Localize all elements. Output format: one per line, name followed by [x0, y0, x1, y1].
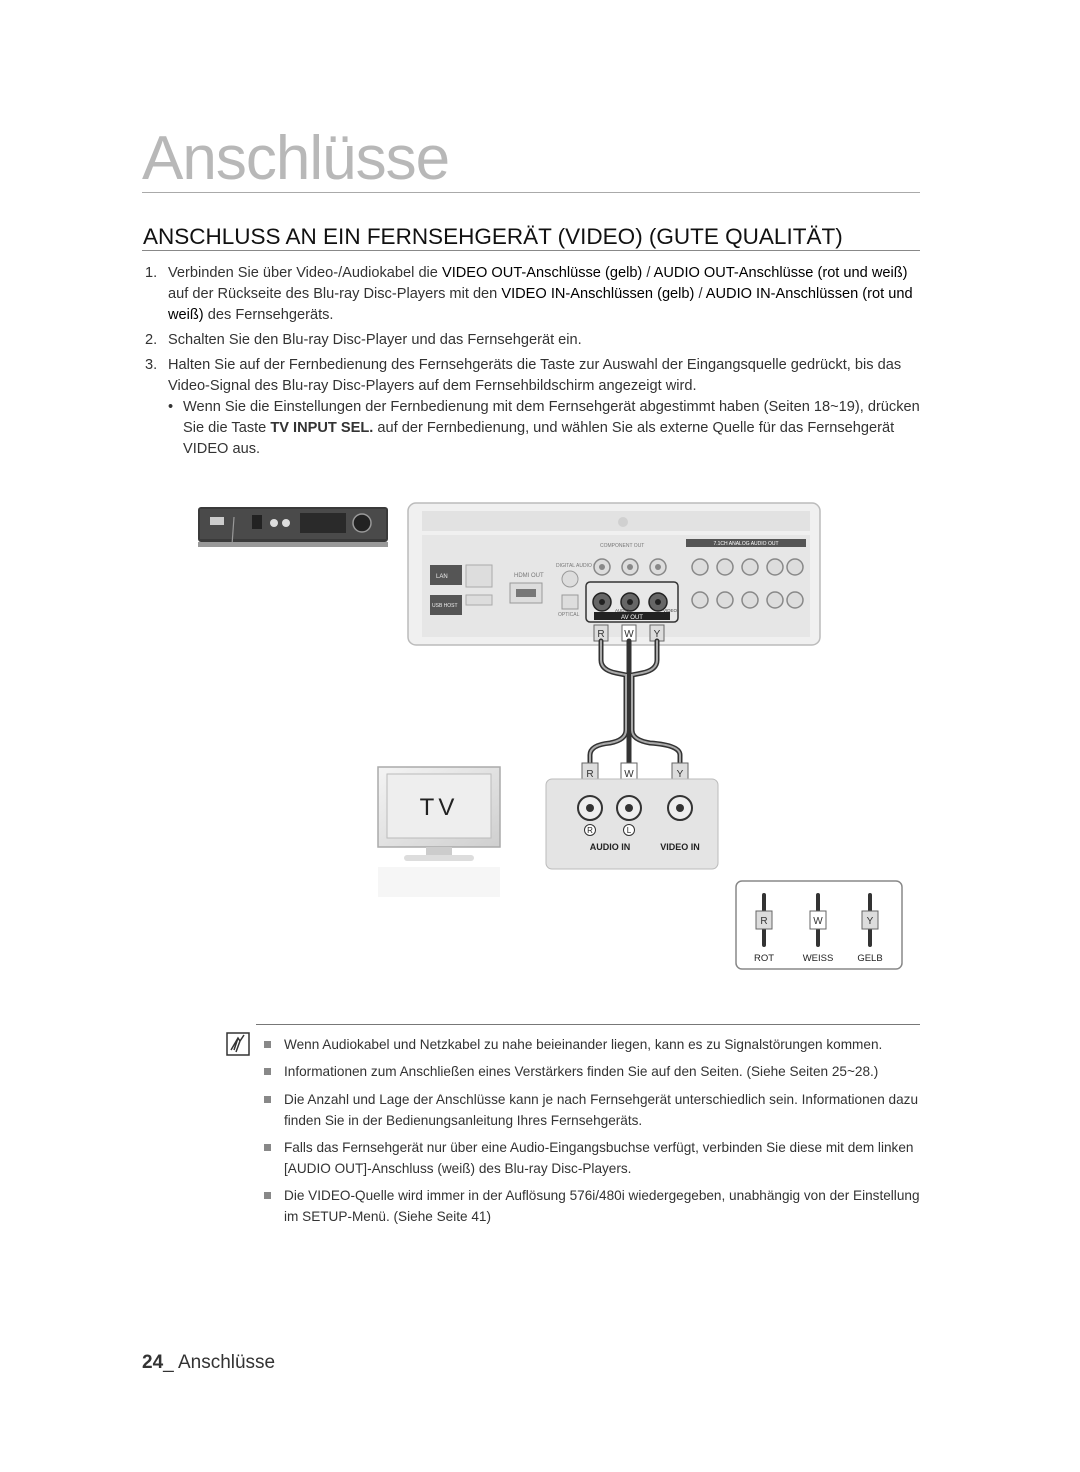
legend-letter: W: [813, 916, 823, 927]
audio-port-label: AUDIO: [615, 608, 630, 613]
footer-chapter: Anschlüsse: [177, 1352, 276, 1373]
step-3: 3. Halten Sie auf der Fernbedienung des …: [145, 355, 925, 399]
text-run: Wenn Sie die Einstellungen der Fernbedie…: [183, 399, 920, 436]
emphasized-text: VIDEO OUT-Anschlüsse (gelb): [441, 265, 643, 281]
note-icon: [226, 1032, 250, 1056]
bluray-player-rear: [198, 507, 388, 547]
plug-letter: W: [624, 769, 634, 780]
legend-label-red: ROT: [754, 953, 774, 964]
emphasized-text: TV INPUT SEL.: [270, 420, 374, 436]
emphasized-text: AUDIO OUT-Anschlüsse (rot und weiß): [653, 265, 908, 281]
note-bullet: [264, 1041, 271, 1048]
text-run: auf der Fernbedienung, und wählen Sie al…: [183, 420, 895, 457]
note-item: Die VIDEO-Quelle wird immer in der Auflö…: [264, 1185, 924, 1229]
step-text: Schalten Sie den Blu-ray Disc-Player und…: [168, 330, 925, 351]
tv-input-panel: R L AUDIO IN VIDEO IN: [545, 778, 719, 870]
step-text: Halten Sie auf der Fernbedienung des Fer…: [168, 355, 925, 397]
note-item: Falls das Fernsehgerät nur über eine Aud…: [264, 1137, 924, 1181]
tv-label: TV: [420, 794, 459, 821]
step-2: 2. Schalten Sie den Blu-ray Disc-Player …: [145, 330, 925, 352]
av-cable: [587, 638, 683, 768]
note-item: Wenn Audiokabel und Netzkabel zu nahe be…: [264, 1034, 924, 1056]
bullet-text: Wenn Sie die Einstellungen der Fernbedie…: [183, 397, 923, 460]
text-run: des Fernsehgeräts.: [203, 307, 334, 323]
section-divider: [142, 250, 920, 251]
plug-letter: Y: [654, 629, 661, 640]
note-bullet: [264, 1068, 271, 1075]
emphasized-text: VIDEO IN-Anschlüssen (gelb): [501, 286, 695, 302]
jack-letter: R: [587, 826, 593, 835]
player-panel-zoom: LAN USB HOST HDMI OUT DIGITAL AUDIO OUT …: [407, 502, 821, 646]
step-number: 3.: [145, 357, 158, 373]
page-number: 24: [142, 1352, 164, 1373]
section-title: ANSCHLUSS AN EIN FERNSEHGERÄT (VIDEO) (G…: [143, 224, 843, 249]
note-bullet: [264, 1144, 271, 1151]
legend-letter: R: [760, 916, 767, 927]
text-run: Schalten Sie den Blu-ray Disc-Player und…: [168, 332, 582, 348]
cable-plugs-top: R W Y: [593, 624, 665, 642]
note-text: Die Anzahl und Lage der Anschlüsse kann …: [284, 1092, 919, 1128]
legend-label-white: WEISS: [803, 953, 834, 964]
footer-separator: _: [163, 1352, 178, 1373]
optical-label: OPTICAL: [558, 612, 580, 618]
plug-letter: W: [624, 629, 634, 640]
cable-color-legend: R W Y ROT WEISS GELB: [735, 880, 903, 970]
digital-audio-out-label: DIGITAL AUDIO OUT: [556, 563, 604, 569]
note-item: Informationen zum Anschließen eines Vers…: [264, 1061, 924, 1083]
step-text: Verbinden Sie über Video-/Audiokabel die…: [168, 263, 925, 326]
note-bullet: [264, 1192, 271, 1199]
note-text: Die VIDEO-Quelle wird immer in der Auflö…: [284, 1188, 920, 1224]
hdmi-out-label: HDMI OUT: [514, 573, 544, 579]
note-text: Informationen zum Anschließen eines Vers…: [284, 1064, 879, 1079]
note-item: Die Anzahl und Lage der Anschlüsse kann …: [264, 1089, 924, 1133]
tv-illustration: TV: [377, 766, 501, 897]
video-in-label: VIDEO IN: [660, 842, 700, 852]
jack-letter: L: [627, 826, 632, 835]
note-text: Wenn Audiokabel und Netzkabel zu nahe be…: [284, 1037, 883, 1052]
plug-letter: R: [586, 769, 593, 780]
note-text: Falls das Fernsehgerät nur über eine Aud…: [284, 1140, 914, 1176]
step-1: 1. Verbinden Sie über Video-/Audiokabel …: [145, 263, 925, 329]
lan-label: LAN: [436, 574, 448, 580]
page-footer: 24_ Anschlüsse: [142, 1352, 275, 1374]
notes-divider: [256, 1024, 920, 1025]
audio-in-label: AUDIO IN: [590, 842, 631, 852]
chapter-divider: [142, 192, 920, 193]
connection-diagram: LAN USB HOST HDMI OUT DIGITAL AUDIO OUT …: [198, 502, 903, 970]
text-run: Verbinden Sie über Video-/Audiokabel die: [168, 265, 442, 281]
legend-label-yellow: GELB: [857, 953, 882, 964]
step-number: 1.: [145, 265, 158, 281]
text-run: /: [694, 286, 706, 302]
analog-audio-out-label: 7.1CH ANALOG AUDIO OUT: [713, 541, 778, 547]
tip-bullet: • Wenn Sie die Einstellungen der Fernbed…: [168, 397, 923, 461]
emphasized-text: AUDIO IN-Anschlüssen (rot und weiß): [168, 286, 913, 323]
step-number: 2.: [145, 332, 158, 348]
chapter-title: Anschlüsse: [142, 124, 450, 193]
usb-host-label: USB HOST: [432, 603, 458, 609]
legend-letter: Y: [867, 916, 874, 927]
cable-plugs-bottom: R W Y: [581, 762, 689, 784]
plug-letter: Y: [677, 769, 684, 780]
bullet-symbol: •: [168, 399, 174, 415]
text-run: /: [642, 265, 654, 281]
av-out-label: AV OUT: [621, 615, 643, 621]
video-port-label: VIDEO: [663, 608, 678, 613]
text-run: auf der Rückseite des Blu-ray Disc-Playe…: [168, 286, 502, 302]
note-bullet: [264, 1096, 271, 1103]
plug-letter: R: [597, 629, 604, 640]
component-out-label: COMPONENT OUT: [600, 543, 644, 549]
text-run: Halten Sie auf der Fernbedienung des Fer…: [168, 357, 902, 394]
